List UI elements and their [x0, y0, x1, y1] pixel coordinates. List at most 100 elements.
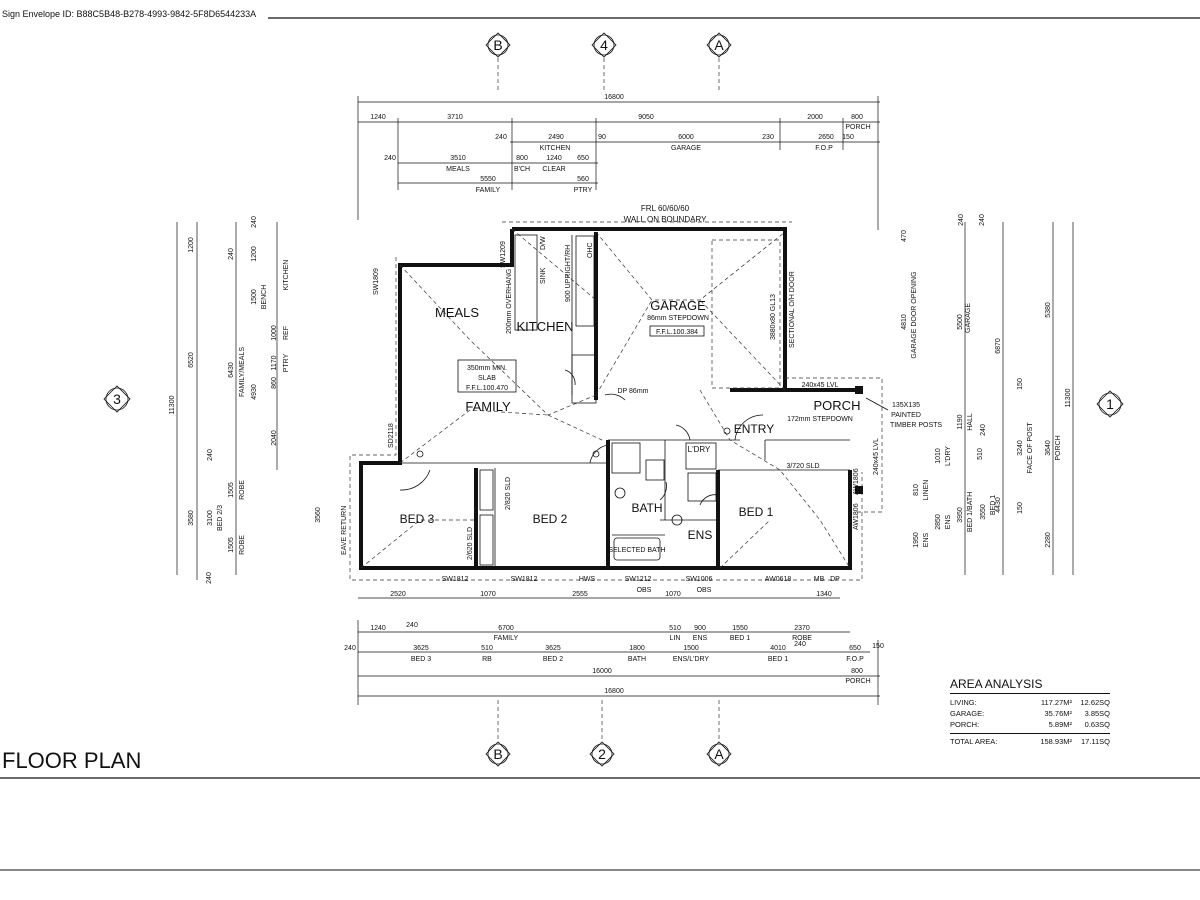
svg-text:PTRY: PTRY [283, 353, 290, 372]
svg-text:510: 510 [481, 645, 493, 652]
svg-text:MEALS: MEALS [446, 166, 470, 173]
svg-text:11300: 11300 [169, 395, 176, 414]
svg-text:LIN: LIN [670, 635, 681, 642]
lvl-side: 240x45 LVL [873, 438, 880, 475]
svg-text:4010: 4010 [770, 645, 786, 652]
svg-text:A: A [714, 746, 724, 762]
svg-text:16800: 16800 [604, 688, 624, 695]
svg-text:240: 240 [251, 216, 258, 228]
room-family: FAMILY [465, 399, 511, 414]
svg-text:4810: 4810 [901, 314, 908, 330]
svg-text:1240: 1240 [370, 625, 386, 632]
svg-text:SD2118: SD2118 [388, 423, 395, 448]
slab-note-1: 350mm MIN. [467, 365, 507, 372]
grid-marker-right-1: 1 [1096, 390, 1124, 418]
garage-ffl-box [649, 325, 705, 337]
svg-text:3/720 SLD: 3/720 SLD [786, 463, 819, 470]
svg-text:3100: 3100 [207, 510, 214, 526]
svg-text:BED 1: BED 1 [730, 635, 750, 642]
svg-text:FAMILY: FAMILY [476, 187, 501, 194]
svg-text:240: 240 [794, 641, 806, 648]
svg-text:5500: 5500 [957, 314, 964, 330]
svg-text:3950: 3950 [957, 507, 964, 523]
room-ldry: L'DRY [688, 445, 711, 454]
slab-box [457, 359, 517, 393]
svg-text:3710: 3710 [447, 114, 463, 121]
dims-left: 11300 6520 3580 240 1200 240 6430 240 31… [169, 216, 322, 584]
svg-text:BED 1: BED 1 [990, 495, 997, 515]
svg-text:B: B [493, 37, 502, 53]
area-row-total: TOTAL AREA: 158.93M² 17.11SQ [950, 733, 1110, 747]
svg-text:16800: 16800 [604, 94, 624, 101]
svg-text:BATH: BATH [628, 656, 646, 663]
grid-marker-top-4: 4 [591, 32, 617, 58]
svg-text:800: 800 [851, 114, 863, 121]
svg-text:CLEAR: CLEAR [542, 166, 565, 173]
svg-text:DP: DP [830, 576, 840, 583]
svg-text:OBS: OBS [637, 587, 652, 594]
svg-text:90: 90 [598, 134, 606, 141]
svg-text:240: 240 [207, 449, 214, 461]
garage-ffl: F.F.L.100.384 [656, 329, 698, 336]
svg-text:OBS: OBS [697, 587, 712, 594]
posts-note: 135X135 PAINTED TIMBER POSTS [865, 397, 942, 429]
room-kitchen: KITCHEN [516, 319, 573, 334]
svg-text:3510: 3510 [450, 155, 466, 162]
svg-text:470: 470 [901, 230, 908, 242]
svg-text:1000: 1000 [271, 325, 278, 341]
dw-label: D/W [540, 236, 547, 250]
svg-text:240: 240 [384, 155, 396, 162]
room-meals: MEALS [435, 305, 479, 320]
svg-text:2: 2 [598, 746, 606, 762]
sink-label: SINK [540, 267, 547, 284]
svg-text:150: 150 [1017, 502, 1024, 514]
room-porch: PORCH [814, 398, 861, 413]
room-bed1: BED 1 [739, 505, 774, 519]
dims-top: 16800 1240 3710 9050 2000 800 PORCH 240 … [357, 94, 880, 230]
svg-text:1550: 1550 [732, 625, 748, 632]
building-walls [349, 221, 883, 581]
svg-text:PAINTED: PAINTED [891, 412, 921, 419]
svg-text:3640: 3640 [1045, 440, 1052, 456]
room-garage: GARAGE [650, 298, 706, 313]
svg-text:560: 560 [577, 176, 589, 183]
svg-text:810: 810 [913, 484, 920, 496]
grid-marker-bottom-2: 2 [589, 741, 615, 767]
svg-text:1500: 1500 [251, 289, 258, 305]
dims-bottom: 2520 1070 2555 1070 1340 OBS OBS 1240 24… [344, 587, 884, 705]
room-bed2: BED 2 [533, 512, 568, 526]
svg-text:AW1806: AW1806 [853, 468, 860, 495]
svg-text:B'CH: B'CH [514, 166, 530, 173]
svg-text:2650: 2650 [818, 134, 834, 141]
svg-text:BENCH: BENCH [261, 285, 268, 310]
svg-text:1240: 1240 [546, 155, 562, 162]
dims-right: 11300 240 5380 150 3240 3640 150 2280 FA… [901, 214, 1074, 575]
svg-text:800: 800 [851, 668, 863, 675]
svg-text:HALL: HALL [967, 413, 974, 431]
frl-note: FRL 60/60/60 [641, 204, 690, 213]
svg-text:ENS: ENS [923, 532, 930, 547]
overhang-note: 200mm OVERHANG [506, 269, 513, 334]
svg-text:2/620 SLD: 2/620 SLD [467, 527, 474, 560]
svg-text:GARAGE: GARAGE [671, 145, 701, 152]
sectional-door: SECTIONAL O/H DOOR [789, 271, 796, 348]
eave-return: EAVE RETURN [341, 506, 348, 555]
svg-text:4430: 4430 [995, 497, 1002, 513]
svg-text:6430: 6430 [228, 362, 235, 378]
area-analysis-title: AREA ANALYSIS [950, 677, 1110, 694]
svg-text:240: 240 [958, 214, 965, 226]
svg-text:3580: 3580 [188, 510, 195, 526]
upright-note: 900 UPRIGHT/RH [565, 245, 572, 302]
svg-text:FAMILY/MEALS: FAMILY/MEALS [239, 347, 246, 397]
svg-text:PTRY: PTRY [574, 187, 593, 194]
svg-text:1190: 1190 [957, 414, 964, 429]
svg-text:5550: 5550 [480, 176, 496, 183]
svg-text:PORCH: PORCH [845, 124, 870, 131]
svg-text:REF: REF [283, 326, 290, 340]
svg-text:FAMILY: FAMILY [494, 635, 519, 642]
grid-marker-bottom-a: A [706, 741, 732, 767]
svg-text:1505: 1505 [228, 482, 235, 498]
svg-text:3550: 3550 [980, 504, 987, 520]
svg-text:ENS: ENS [693, 635, 708, 642]
